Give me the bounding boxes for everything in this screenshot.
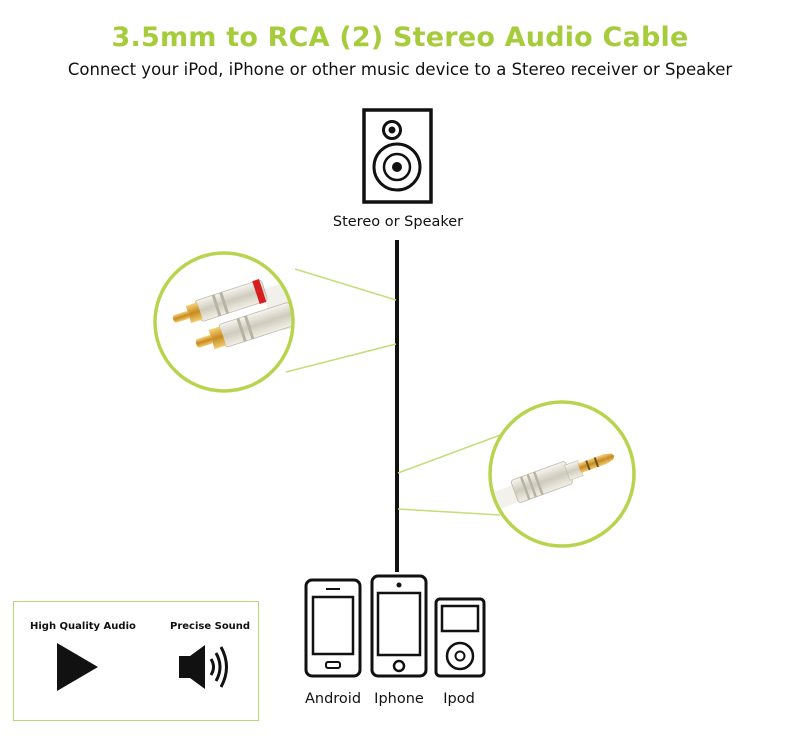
feature-label-precise-sound: Precise Sound bbox=[170, 621, 251, 632]
page-title: 3.5mm to RCA (2) Stereo Audio Cable bbox=[111, 22, 689, 53]
device-label-ipod: Ipod bbox=[443, 691, 475, 707]
ipod-icon bbox=[434, 597, 486, 678]
page-subtitle: Connect your iPod, iPhone or other music… bbox=[67, 60, 733, 79]
callout-line-left-top bbox=[294, 268, 397, 301]
rca-connector-image bbox=[153, 251, 295, 393]
callout-line-right-bottom bbox=[397, 508, 501, 516]
jack-connector-image bbox=[488, 400, 636, 548]
speaker-label: Stereo or Speaker bbox=[332, 214, 464, 230]
speaker-volume-icon bbox=[179, 645, 228, 689]
feature-label-high-quality-audio: High Quality Audio bbox=[30, 621, 136, 632]
callout-line-right-top bbox=[397, 433, 504, 474]
android-phone-icon bbox=[304, 578, 362, 678]
callout-line-left-bottom bbox=[285, 343, 397, 373]
play-icon bbox=[57, 643, 98, 691]
device-label-iphone: Iphone bbox=[374, 691, 424, 707]
speaker-icon bbox=[362, 108, 433, 204]
iphone-icon bbox=[370, 574, 428, 678]
features-panel bbox=[13, 601, 259, 721]
device-label-android: Android bbox=[304, 691, 362, 707]
